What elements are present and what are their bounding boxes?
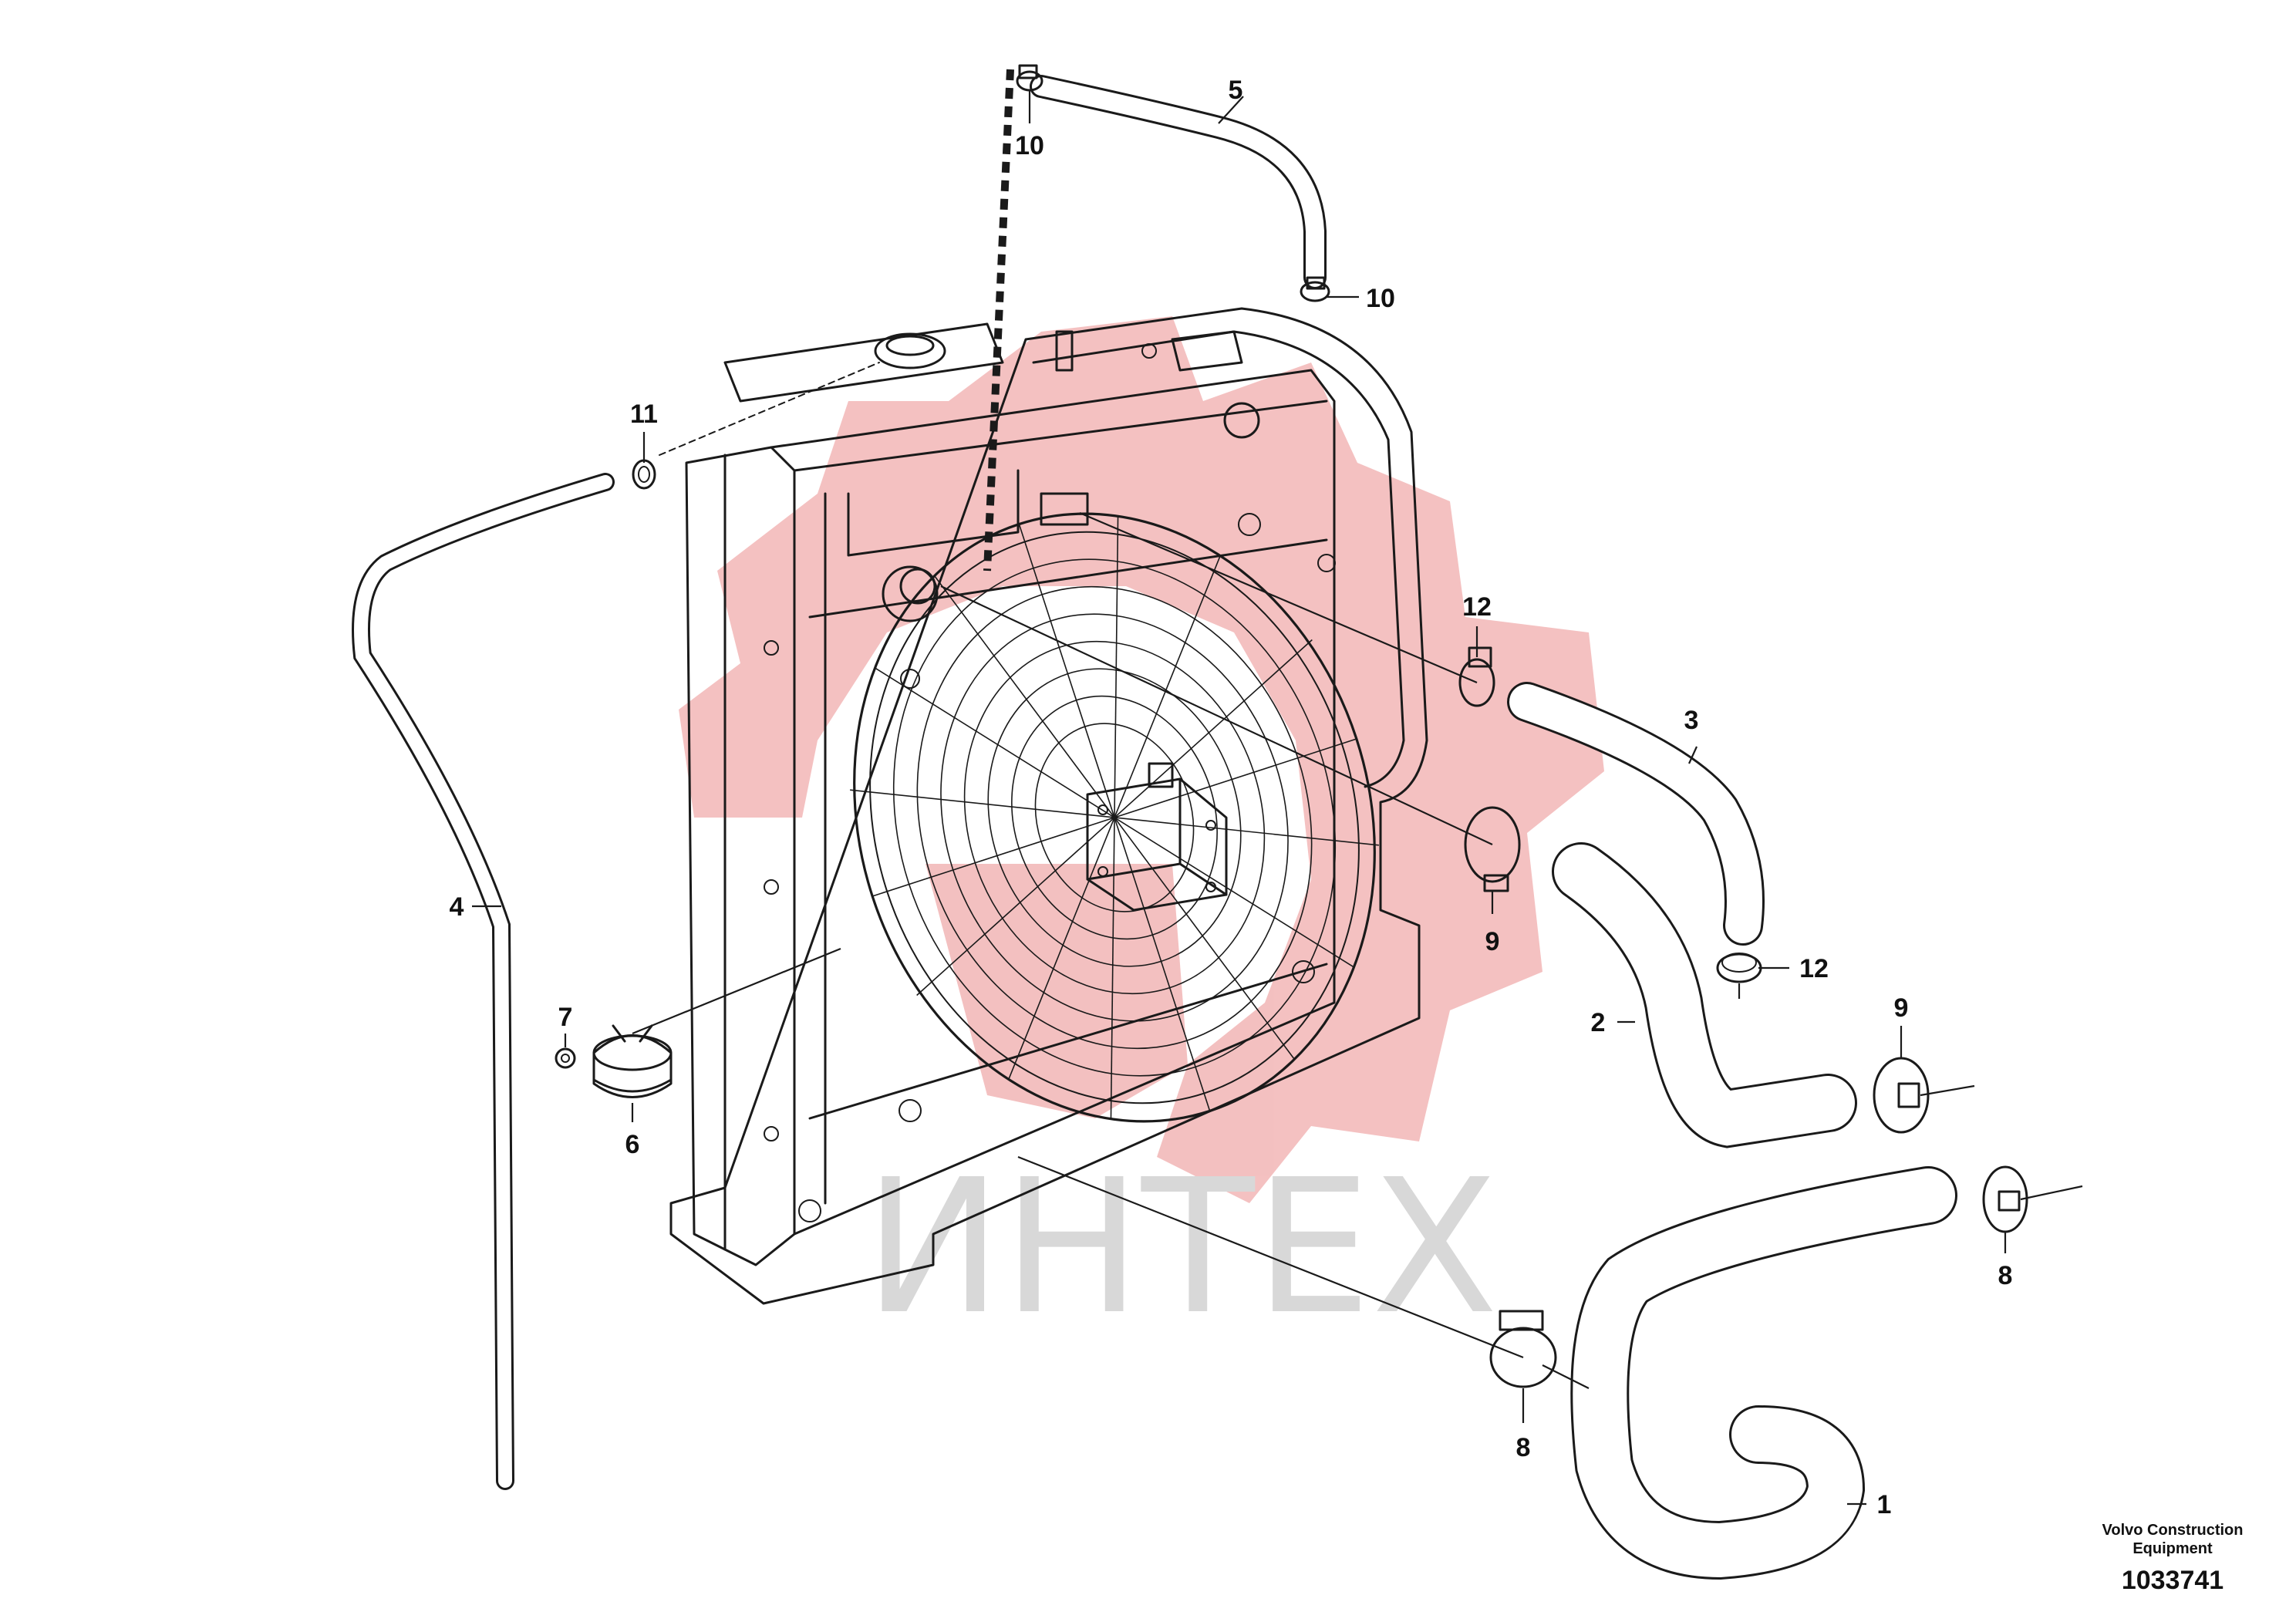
clamp-9-right-icon [1873, 1057, 1930, 1134]
callout-numbers: 5 10 10 11 12 12 3 2 4 9 9 8 8 6 7 1 [450, 76, 2013, 1519]
clamp-12-upper-icon [1458, 646, 1495, 707]
assembly-guide-lines [632, 511, 2083, 1389]
callout-9-middle: 9 [1485, 927, 1500, 956]
radiator-assembly [669, 307, 1428, 1305]
callout-leaders [472, 91, 2007, 1506]
clamp-12-lower-icon [1716, 953, 1762, 983]
callout-1: 1 [1877, 1490, 1892, 1519]
callout-7: 7 [558, 1003, 573, 1032]
clamp-8-lower-icon [1489, 1310, 1557, 1388]
callout-6: 6 [625, 1130, 640, 1159]
callout-12-upper: 12 [1462, 592, 1492, 622]
callout-8-lower: 8 [1516, 1433, 1531, 1462]
brand-line-1: Volvo Construction [2102, 1522, 2244, 1539]
clamp-11-icon [632, 459, 656, 490]
callout-4: 4 [450, 892, 464, 922]
callout-11: 11 [630, 400, 658, 429]
caption-block: Volvo Construction Equipment 1033741 [2102, 1522, 2244, 1595]
watermark-gear-icon [679, 316, 1604, 1203]
callout-10-lower: 10 [1366, 284, 1395, 313]
callout-5: 5 [1229, 76, 1243, 105]
clamp-10-lower-icon [1300, 276, 1330, 302]
figure-number: 1033741 [2122, 1566, 2224, 1595]
callout-2: 2 [1591, 1008, 1606, 1037]
callout-12-lower: 12 [1799, 954, 1829, 983]
clamp-10-top-icon [1016, 64, 1043, 92]
clamp-9-middle-icon [1464, 806, 1521, 892]
watermark-text: ИНТЕХ [864, 1139, 1499, 1355]
callout-9-right: 9 [1894, 993, 1909, 1023]
fan-motor [1086, 762, 1228, 912]
hose-4 [352, 473, 615, 1490]
callout-3: 3 [1684, 706, 1699, 735]
brand-line-2: Equipment [2132, 1540, 2213, 1557]
clamp-8-right-icon [1982, 1165, 2028, 1233]
nut-7-icon [555, 1047, 576, 1069]
fan-guard [850, 512, 1379, 1123]
callout-10-top: 10 [1015, 131, 1044, 160]
grommet-6-icon [592, 1024, 673, 1098]
reference-dashed-line [983, 69, 1014, 572]
callout-8-right: 8 [1998, 1261, 2013, 1290]
